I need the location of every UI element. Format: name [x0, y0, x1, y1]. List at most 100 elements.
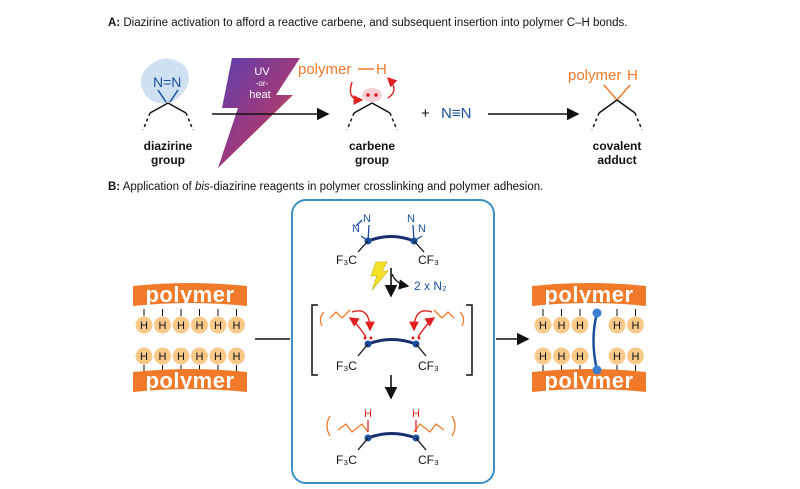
red-curved-arrow — [351, 310, 375, 332]
adduct-label-2: adduct — [597, 153, 636, 167]
h-atom: H — [412, 408, 420, 420]
linker — [367, 432, 417, 440]
crosslink — [592, 312, 599, 371]
polymer-band-bottom — [532, 369, 646, 392]
polymer-chain — [413, 423, 445, 433]
cf3-left: F₃C — [336, 253, 357, 267]
diazirine-label-2: group — [151, 153, 185, 167]
panel-b-caption-italic: bis — [195, 181, 210, 193]
release-arrow — [391, 273, 410, 290]
uv-bolt-shape — [218, 58, 300, 168]
h-atom: H — [576, 351, 584, 363]
n2-release: 2 x N₂ — [414, 279, 447, 293]
cf3-right: CF₃ — [418, 453, 439, 467]
h-atom: H — [233, 320, 241, 332]
bond — [355, 219, 363, 227]
hydrogen-circle — [608, 316, 626, 334]
bond — [157, 89, 167, 103]
uv-text-3: heat — [249, 89, 270, 101]
bond — [598, 99, 618, 114]
lightning-icon — [370, 261, 389, 291]
h-atom: H — [196, 351, 204, 363]
hydrogen-circle — [191, 347, 208, 365]
hydrogen-circle — [209, 347, 227, 365]
hydrogen-circle — [172, 316, 190, 334]
hydrogen-circle — [571, 347, 589, 365]
crosslink-node — [592, 365, 602, 375]
h-atom: H — [140, 351, 148, 363]
red-curved-arrow — [409, 310, 433, 332]
bond — [616, 84, 631, 101]
panel-b-label: B: — [108, 181, 120, 193]
h-atom: H — [613, 351, 621, 363]
carbene-highlight — [362, 88, 382, 102]
bond — [603, 84, 618, 101]
hydrogen-circle — [228, 316, 245, 334]
panel-a-caption-text: Diazirine activation to afford a reactiv… — [123, 17, 627, 29]
bond — [415, 343, 427, 357]
polymer-fragment — [329, 311, 343, 319]
h-atom: H — [539, 351, 547, 363]
bond — [149, 102, 169, 114]
hydrogen-circle — [172, 347, 190, 365]
diazirine-structure: N=N diazirine group — [140, 58, 194, 167]
bond — [415, 437, 427, 451]
panel-b-caption-pre: Application of — [123, 181, 195, 193]
hydrogen-circle — [154, 347, 171, 365]
h-atom: H — [177, 320, 185, 332]
n-atom: N — [418, 223, 426, 235]
n-atom: N — [407, 213, 415, 225]
nitrogen-gas: N≡N — [441, 105, 471, 122]
panel-b-caption-post: -diazirine reagents in polymer crosslink… — [210, 181, 544, 193]
bond — [616, 99, 636, 114]
h-atom: H — [613, 320, 621, 332]
h-atom: H — [632, 351, 640, 363]
bond-dashed — [591, 112, 600, 131]
plus-sign: + — [421, 105, 430, 122]
hydrogen-circle — [209, 316, 227, 334]
linker — [367, 338, 417, 346]
cf3-right: CF₃ — [418, 359, 439, 373]
polymer-fragment — [326, 415, 331, 437]
hydrogen-circle — [191, 316, 208, 334]
carbene-dot — [366, 93, 370, 97]
polymer-chain — [337, 423, 369, 433]
cf3-left: F₃C — [336, 359, 357, 373]
h-atom: H — [558, 320, 566, 332]
panel-a-label: A: — [108, 17, 120, 29]
bond — [167, 102, 187, 114]
adduct-polymer: polymer — [568, 67, 621, 84]
c-h-bond — [341, 309, 351, 319]
hydrogen-circle — [627, 347, 644, 365]
carbene-dot — [374, 93, 378, 97]
polymer-band-bottom — [133, 369, 247, 392]
hydrogen-circle — [534, 347, 552, 365]
panel-a-caption: A: Diazirine activation to afford a reac… — [108, 17, 628, 29]
hydrogen-circle — [553, 316, 570, 334]
hydrogen-circle — [228, 347, 245, 365]
crosslink-node — [592, 308, 602, 318]
polymer-fragment — [451, 415, 456, 437]
red-curved-arrow — [387, 77, 398, 99]
h-atom: H — [177, 351, 185, 363]
hydrogen-circle — [135, 347, 153, 365]
hydrogen-circle — [608, 347, 626, 365]
uv-text-2: -or- — [256, 79, 269, 88]
h-atom: H — [140, 320, 148, 332]
h-atom: H — [576, 320, 584, 332]
red-curved-arrow — [349, 81, 364, 105]
panel-a: A: Diazirine activation to afford a reac… — [108, 17, 643, 168]
panel-b-caption: B: Application of bis-diazirine reagents… — [108, 181, 543, 193]
adduct-label-1: covalent — [593, 139, 642, 153]
adduct-h: H — [627, 67, 638, 84]
bond — [353, 102, 373, 114]
polymer-fragment — [319, 311, 325, 327]
panel-b: B: Application of bis-diazirine reagents… — [108, 181, 646, 484]
carbene-dot — [417, 336, 421, 340]
uv-heat-bolt: UV -or- heat — [218, 58, 300, 168]
h-atom: H — [159, 320, 167, 332]
